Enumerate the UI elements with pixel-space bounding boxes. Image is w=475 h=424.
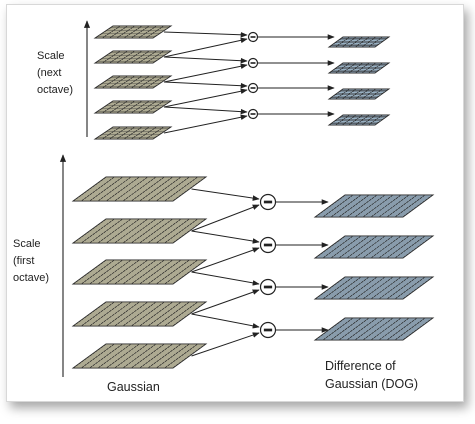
arrow-next-a-3 bbox=[163, 81, 248, 89]
arrow-next-a-1 bbox=[163, 31, 248, 38]
scale-axes bbox=[59, 20, 91, 377]
minus-circle-icon bbox=[259, 321, 277, 339]
arrow-first-b-2 bbox=[191, 247, 260, 273]
gaussian-layer-first-5 bbox=[71, 343, 208, 369]
label-scale-first-2: (first bbox=[13, 255, 34, 267]
dog-layer-next-3 bbox=[327, 88, 391, 100]
gaussian-layer-next-5 bbox=[93, 126, 173, 140]
dog-pyramid-diagram: Scale (next octave) Scale (first octave)… bbox=[13, 20, 435, 394]
dog-layer-next-2 bbox=[327, 62, 391, 74]
arrow-next-b-3 bbox=[163, 88, 248, 108]
label-scale-first-3: octave) bbox=[13, 272, 49, 284]
subtraction-operators bbox=[247, 31, 277, 339]
arrow-next-b-1 bbox=[163, 37, 248, 58]
gaussian-layer-next-2 bbox=[93, 50, 173, 64]
minus-circle-icon bbox=[247, 108, 259, 120]
arrow-next-b-4 bbox=[163, 114, 248, 134]
arrow-first-a-4 bbox=[191, 313, 260, 329]
gaussian-layer-first-4 bbox=[71, 301, 208, 327]
arrow-first-a-3 bbox=[191, 271, 260, 286]
arrow-first-b-3 bbox=[191, 289, 260, 315]
label-scale-next-1: Scale bbox=[37, 50, 65, 62]
arrow-next-b-2 bbox=[163, 63, 248, 83]
gaussian-layer-next-3 bbox=[93, 75, 173, 89]
minus-circle-icon bbox=[259, 236, 277, 254]
label-scale-first-1: Scale bbox=[13, 238, 41, 250]
label-gaussian: Gaussian bbox=[107, 380, 160, 394]
gaussian-layer-first-1 bbox=[71, 176, 208, 202]
minus-circle-icon bbox=[259, 278, 277, 296]
gaussian-layer-first-2 bbox=[71, 218, 208, 244]
figure-frame: Scale (next octave) Scale (first octave)… bbox=[6, 4, 464, 402]
dog-layer-first-2 bbox=[313, 235, 435, 259]
dog-layer-first-1 bbox=[313, 194, 435, 218]
minus-circle-icon bbox=[247, 57, 259, 69]
minus-circle-icon bbox=[259, 193, 277, 211]
label-dog-2: Gaussian (DOG) bbox=[325, 377, 418, 391]
image-layers bbox=[71, 25, 435, 369]
arrow-next-a-4 bbox=[163, 106, 248, 115]
dog-layer-next-4 bbox=[327, 114, 391, 126]
arrow-next-a-2 bbox=[163, 56, 248, 64]
arrow-first-a-1 bbox=[191, 188, 260, 201]
label-scale-next-3: octave) bbox=[37, 84, 73, 96]
gaussian-layer-next-4 bbox=[93, 100, 173, 114]
label-scale-next-2: (next bbox=[37, 67, 61, 79]
arrows bbox=[163, 31, 335, 357]
arrow-first-b-1 bbox=[191, 204, 260, 232]
minus-circle-icon bbox=[247, 31, 259, 43]
arrow-first-a-2 bbox=[191, 230, 260, 244]
dog-layer-first-3 bbox=[313, 276, 435, 300]
gaussian-layer-next-1 bbox=[93, 25, 173, 39]
gaussian-layer-first-3 bbox=[71, 259, 208, 285]
label-dog-1: Difference of bbox=[325, 359, 396, 373]
dog-layer-next-1 bbox=[327, 36, 391, 48]
minus-circle-icon bbox=[247, 82, 259, 94]
arrow-first-b-4 bbox=[191, 332, 260, 357]
dog-layer-first-4 bbox=[313, 317, 435, 341]
